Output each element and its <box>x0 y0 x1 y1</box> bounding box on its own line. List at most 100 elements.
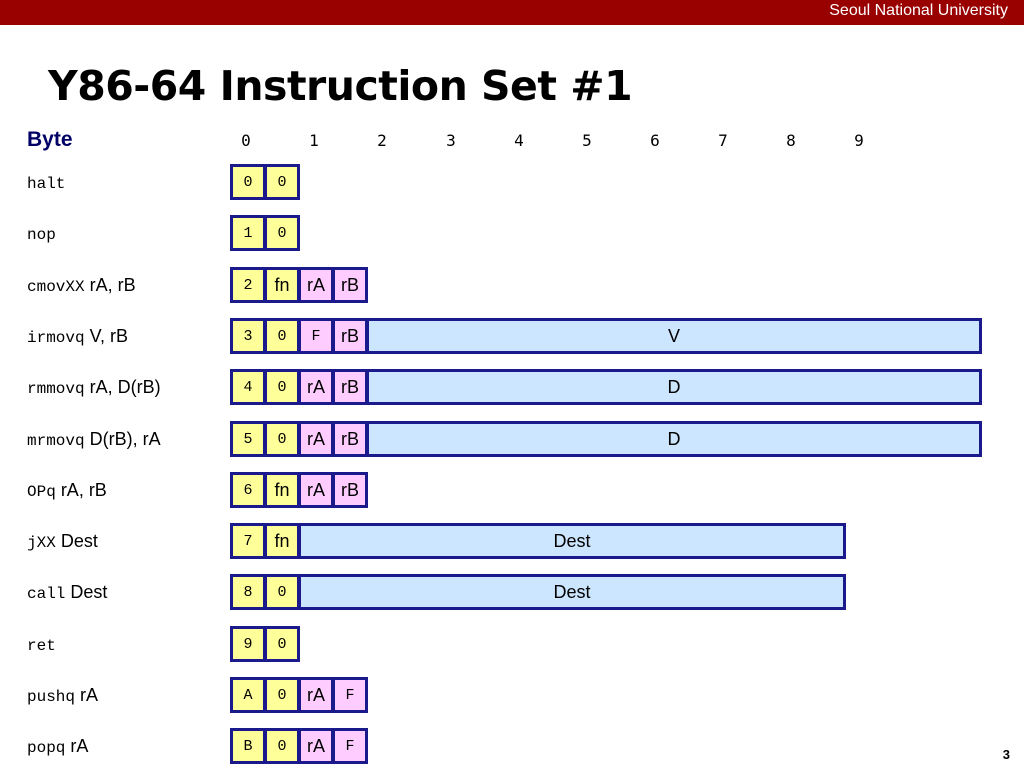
field-nibble: 0 <box>264 728 300 764</box>
instruction-label: OPq rA, rB <box>27 479 107 501</box>
byte-index: 7 <box>718 131 728 150</box>
byte-index: 5 <box>582 131 592 150</box>
field-nibble: A <box>230 677 266 713</box>
field-nibble: 4 <box>230 369 266 405</box>
field-nibble: 6 <box>230 472 266 508</box>
field-text: rB <box>341 479 359 500</box>
byte-index: 4 <box>514 131 524 150</box>
instruction-label: pushq rA <box>27 684 98 706</box>
field-nibble: 0 <box>264 421 300 457</box>
field-wide: Dest <box>298 523 846 559</box>
instruction-label: popq rA <box>27 735 88 757</box>
field-text: F <box>311 327 321 345</box>
field-text: 5 <box>243 430 253 448</box>
field-text: B <box>243 737 253 755</box>
instruction-operands: Dest <box>55 531 98 551</box>
instruction-name: mrmovq <box>27 432 85 450</box>
field-text: rA <box>307 428 325 449</box>
field-text: rB <box>341 428 359 449</box>
field-text: 0 <box>277 430 287 448</box>
instruction-name: OPq <box>27 483 56 501</box>
field-nibble: rB <box>332 369 368 405</box>
field-text: 0 <box>277 173 287 191</box>
field-text: rA <box>307 735 325 756</box>
instruction-operands: V, rB <box>84 326 128 346</box>
field-nibble: fn <box>264 523 300 559</box>
field-text: Dest <box>553 530 591 551</box>
instruction-operands: rA, rB <box>84 275 136 295</box>
instruction-name: irmovq <box>27 329 85 347</box>
field-nibble: F <box>332 728 368 764</box>
field-text: 0 <box>277 635 287 653</box>
field-text: 4 <box>243 378 253 396</box>
page-number: 3 <box>1002 747 1010 762</box>
instruction-label: cmovXX rA, rB <box>27 274 136 296</box>
byte-index: 3 <box>446 131 456 150</box>
field-text: fn <box>274 479 290 500</box>
field-text: 0 <box>277 327 287 345</box>
byte-index: 1 <box>309 131 319 150</box>
field-text: rB <box>341 325 359 346</box>
instruction-name: cmovXX <box>27 278 85 296</box>
instruction-name: pushq <box>27 688 76 706</box>
field-nibble: fn <box>264 267 300 303</box>
field-wide: D <box>366 369 982 405</box>
instruction-label: call Dest <box>27 581 107 603</box>
field-nibble: rB <box>332 318 368 354</box>
field-text: rA <box>307 479 325 500</box>
field-nibble: F <box>332 677 368 713</box>
field-nibble: rA <box>298 728 334 764</box>
field-text: 0 <box>277 686 287 704</box>
field-nibble: 0 <box>264 574 300 610</box>
byte-index: 9 <box>854 131 864 150</box>
field-nibble: 0 <box>264 318 300 354</box>
instruction-name: rmmovq <box>27 380 85 398</box>
instruction-name: jXX <box>27 534 56 552</box>
field-nibble: rB <box>332 267 368 303</box>
field-nibble: 3 <box>230 318 266 354</box>
field-text: rB <box>341 376 359 397</box>
university-name: Seoul National University <box>829 2 1008 19</box>
instruction-name: halt <box>27 175 66 193</box>
byte-label: Byte <box>27 128 73 151</box>
field-nibble: rA <box>298 369 334 405</box>
field-text: fn <box>274 530 290 551</box>
instruction-label: jXX Dest <box>27 530 98 552</box>
field-nibble: 1 <box>230 215 266 251</box>
field-text: Dest <box>553 581 591 602</box>
field-nibble: 0 <box>264 215 300 251</box>
instruction-label: irmovq V, rB <box>27 325 128 347</box>
field-text: F <box>345 686 355 704</box>
field-text: 0 <box>277 378 287 396</box>
field-nibble: 0 <box>264 369 300 405</box>
field-text: rA <box>307 376 325 397</box>
byte-index: 6 <box>650 131 660 150</box>
instruction-name: call <box>27 585 66 603</box>
field-nibble: rB <box>332 472 368 508</box>
field-text: D <box>667 376 681 397</box>
instruction-label: ret <box>27 633 56 655</box>
field-text: 3 <box>243 327 253 345</box>
field-nibble: 8 <box>230 574 266 610</box>
field-text: F <box>345 737 355 755</box>
instruction-name: ret <box>27 637 56 655</box>
instruction-name: nop <box>27 226 56 244</box>
field-nibble: rA <box>298 267 334 303</box>
field-text: rB <box>341 274 359 295</box>
field-text: 6 <box>243 481 253 499</box>
instruction-operands: D(rB), rA <box>84 429 161 449</box>
field-wide: D <box>366 421 982 457</box>
field-wide: Dest <box>298 574 846 610</box>
field-wide: V <box>366 318 982 354</box>
field-nibble: 0 <box>230 164 266 200</box>
field-nibble: rB <box>332 421 368 457</box>
instruction-label: halt <box>27 171 65 193</box>
field-nibble: B <box>230 728 266 764</box>
field-nibble: fn <box>264 472 300 508</box>
field-text: 0 <box>277 224 287 242</box>
field-nibble: 5 <box>230 421 266 457</box>
field-text: rA <box>307 274 325 295</box>
field-text: 0 <box>277 737 287 755</box>
instruction-operands: rA, D(rB) <box>84 377 161 397</box>
byte-index: 8 <box>786 131 796 150</box>
